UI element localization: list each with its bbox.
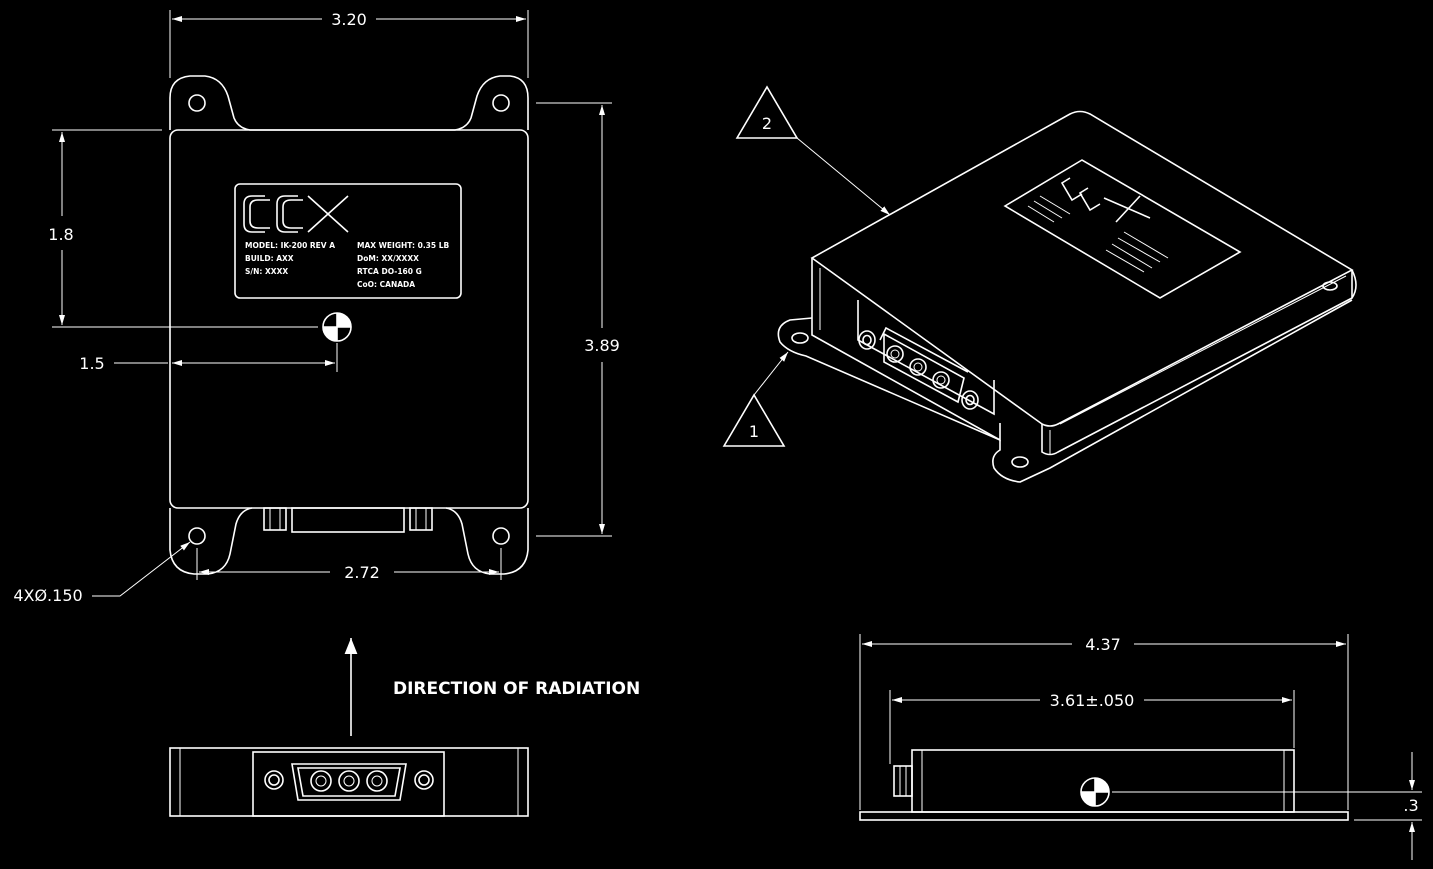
callout-2-label: 2 — [762, 114, 772, 133]
mount-hole-bottom-right — [492, 527, 510, 545]
dim-hole-spacing: 2.72 — [344, 563, 380, 582]
cg-symbol-top — [322, 312, 352, 342]
dim-cg-height: .3 — [1403, 796, 1418, 815]
cg-symbol-side — [1080, 777, 1110, 807]
top-view: MODEL: IK-200 REV A BUILD: AXX S/N: XXXX… — [13, 10, 620, 605]
nameplate — [234, 183, 462, 299]
callout-triangle-1 — [722, 393, 786, 447]
front-dsub-shell — [291, 763, 407, 801]
connector-nut-left — [263, 507, 287, 531]
dim-width-top: 3.20 — [331, 10, 367, 29]
nameplate-max-weight: MAX WEIGHT: 0.35 LB — [357, 241, 449, 250]
top-flange — [169, 75, 529, 131]
front-body — [169, 747, 529, 817]
dim-length-side: 4.37 — [1085, 635, 1121, 654]
dim-height-overall: 3.89 — [584, 336, 620, 355]
nameplate-rtca: RTCA DO-160 G — [357, 267, 422, 276]
mount-hole-top-right — [492, 94, 510, 112]
dim-cg-vertical: 1.8 — [48, 225, 73, 244]
connector-nut-right — [409, 507, 433, 531]
dim-body-length: 3.61±.050 — [1050, 691, 1135, 710]
iso-top-face — [810, 110, 1354, 427]
direction-of-radiation-label: DIRECTION OF RADIATION — [393, 679, 640, 699]
nameplate-dom: DoM: XX/XXXX — [357, 254, 419, 263]
iso-nameplate — [1003, 159, 1242, 299]
dim-cg-horizontal: 1.5 — [79, 354, 104, 373]
side-flange — [859, 811, 1349, 821]
front-recess — [252, 751, 445, 817]
side-connector — [893, 765, 913, 797]
logo-ccx — [243, 195, 349, 233]
nameplate-coo: CoO: CANADA — [357, 280, 415, 289]
front-view — [169, 747, 529, 817]
side-view: 4.37 3.61±.050 .3 — [859, 634, 1422, 860]
callout-triangle-2 — [735, 85, 799, 139]
mount-hole-top-left — [188, 94, 206, 112]
nameplate-build: BUILD: AXX — [245, 254, 294, 263]
iso-flange-left — [777, 317, 1001, 441]
isometric-view: 2 1 — [722, 85, 1357, 483]
iso-flange-right — [992, 299, 1353, 483]
callout-1-label: 1 — [749, 422, 759, 441]
connector-shell — [291, 507, 405, 533]
hole-callout: 4XØ.150 — [13, 586, 82, 605]
nameplate-sn: S/N: XXXX — [245, 267, 288, 276]
bottom-flange — [169, 507, 253, 575]
nameplate-model: MODEL: IK-200 REV A — [245, 241, 335, 250]
mount-hole-bottom-left — [188, 527, 206, 545]
iso-connector — [858, 326, 979, 410]
